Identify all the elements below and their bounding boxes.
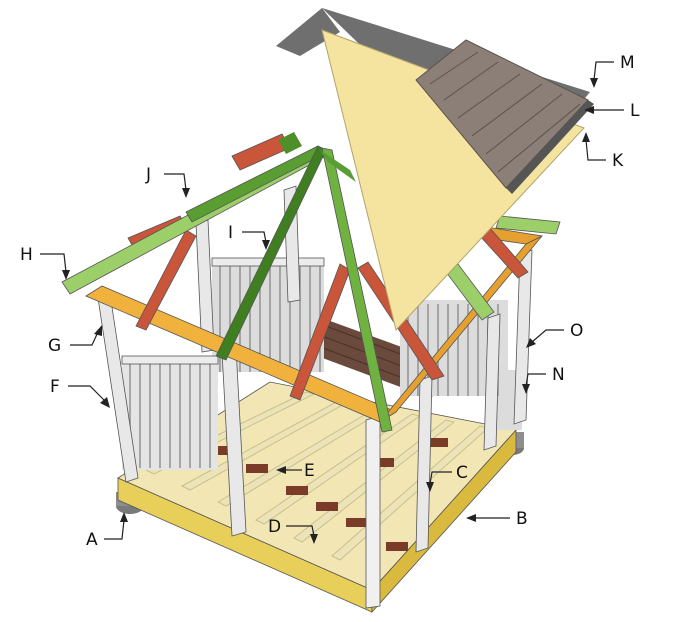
post-right-front	[415, 375, 433, 553]
leader-a	[104, 519, 125, 540]
block-8	[372, 458, 394, 467]
post-right-back	[483, 313, 501, 451]
label-d: D	[268, 517, 281, 537]
roof-edge-strip	[506, 100, 594, 194]
arrow-f	[100, 397, 110, 408]
leader-m	[593, 61, 614, 81]
posts	[97, 185, 533, 609]
label-f: F	[50, 377, 60, 397]
ridge-cap-back	[320, 150, 356, 182]
arrow-e	[276, 466, 286, 474]
arrow-o	[526, 338, 536, 348]
label-i: I	[228, 223, 233, 243]
arrow-d	[310, 534, 318, 544]
arrow-k	[582, 132, 590, 142]
shingle-course	[497, 103, 581, 173]
arrow-c	[426, 482, 434, 492]
label-c: C	[456, 463, 468, 483]
leader-o	[531, 329, 564, 343]
arrow-b	[466, 514, 476, 522]
label-k: K	[612, 151, 624, 171]
shingle-course	[471, 83, 543, 137]
shingle-course	[485, 93, 563, 155]
label-a: A	[86, 530, 98, 550]
shingle-course	[429, 51, 479, 85]
roof-underside-dark	[276, 8, 340, 56]
arrow-h	[62, 270, 70, 280]
label-e: E	[304, 461, 315, 481]
label-g: G	[48, 336, 61, 356]
arrow-l	[584, 106, 594, 114]
hip-rafter-center	[321, 147, 393, 433]
post-front	[365, 415, 381, 609]
label-l: L	[630, 101, 640, 121]
arrow-m	[590, 78, 598, 88]
shingle-course	[457, 73, 521, 119]
callout-labels: A B C D E F G H I J	[20, 53, 640, 550]
label-n: N	[552, 365, 565, 385]
leader-f	[68, 385, 105, 401]
arrow-g	[94, 325, 102, 336]
label-b: B	[516, 509, 528, 529]
block-9	[426, 438, 448, 447]
common-rafter-front	[289, 263, 351, 401]
roof-peak-back	[278, 132, 302, 154]
leader-h	[40, 253, 67, 273]
eave-right	[495, 215, 561, 235]
label-j: J	[145, 165, 151, 185]
leader-j	[164, 173, 187, 191]
block-4	[286, 486, 308, 495]
arrow-i	[262, 240, 270, 250]
leader-d	[286, 525, 315, 537]
shingle-course	[443, 61, 499, 101]
arrow-n	[522, 384, 530, 394]
roof-section	[276, 8, 594, 332]
common-rafter-left-diag	[135, 229, 197, 331]
block-5	[316, 502, 338, 511]
leader-k	[585, 139, 606, 161]
label-o: O	[570, 321, 583, 341]
block-3	[246, 464, 268, 473]
railing-bottom-rail-left	[121, 355, 219, 365]
arrow-a	[120, 512, 128, 522]
label-h: H	[20, 245, 33, 265]
leader-c	[429, 471, 452, 485]
leader-g	[70, 331, 99, 346]
leader-n	[525, 373, 546, 387]
hip-rafters	[61, 145, 561, 433]
label-m: M	[620, 53, 635, 73]
block-6	[346, 518, 368, 527]
block-7	[386, 542, 408, 551]
arrow-j	[182, 188, 190, 198]
leader-i	[242, 231, 267, 243]
